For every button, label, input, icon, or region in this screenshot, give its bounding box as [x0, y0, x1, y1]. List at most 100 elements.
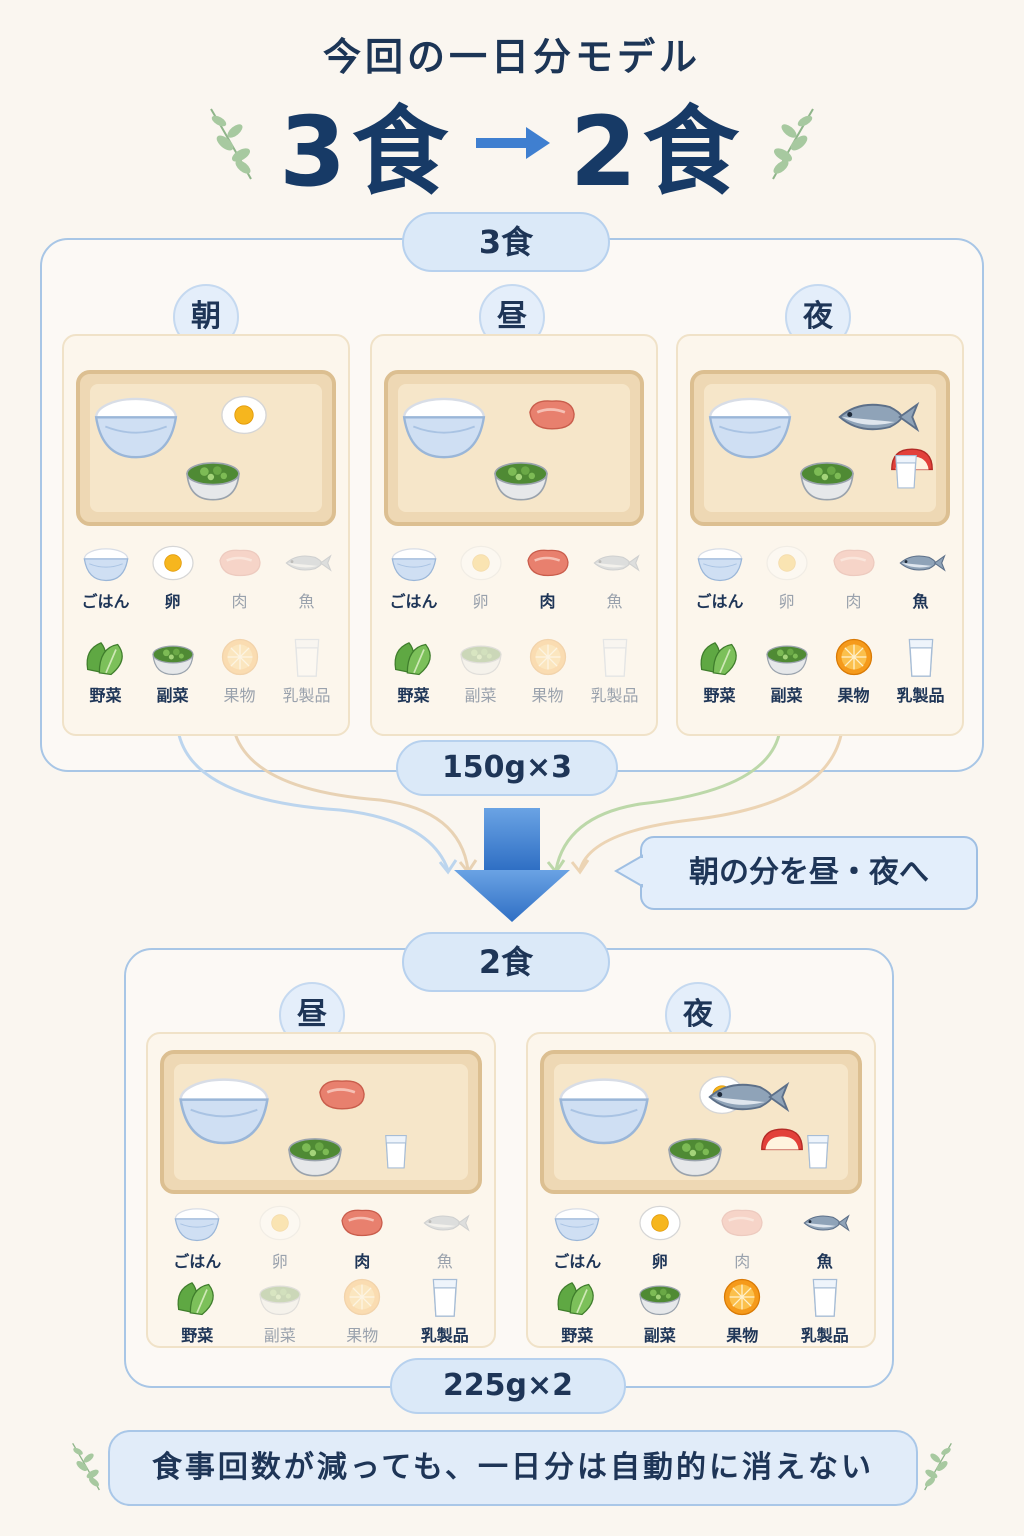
footer-message: 食事回数が減っても、一日分は自動的に消えない — [108, 1430, 918, 1506]
item-label: 卵 — [472, 592, 489, 611]
page-subtitle: 今回の一日分モデル — [322, 35, 701, 79]
tray-rice-icon — [90, 386, 182, 464]
meat-item: 肉 — [707, 1202, 777, 1272]
item-label: ごはん — [173, 1252, 222, 1271]
item-label: 副菜 — [464, 686, 497, 705]
milk-icon — [420, 1276, 470, 1318]
tray-egg-icon — [216, 392, 272, 438]
item-label: 肉 — [354, 1252, 371, 1271]
tray-meat-icon — [524, 392, 580, 438]
two-meal-1-card: ごはん卵肉魚野菜副菜果物乳製品 — [526, 1032, 876, 1348]
egg-item: 卵 — [625, 1202, 695, 1272]
rice-bowl-icon — [389, 542, 439, 584]
milk-icon — [590, 636, 640, 678]
item-label: ごはん — [389, 592, 438, 611]
two-meal-1-tray — [540, 1050, 862, 1194]
flow-arrows — [176, 729, 844, 875]
three-meal-1-tray — [384, 370, 644, 526]
egg-icon — [255, 1202, 305, 1244]
item-label: 魚 — [436, 1252, 453, 1271]
egg-item: 卵 — [752, 542, 822, 612]
tray-milk-icon — [884, 440, 928, 502]
tray-side-dish-icon — [282, 1126, 348, 1180]
item-label: 乳製品 — [896, 686, 945, 705]
item-label: 魚 — [912, 592, 929, 611]
fruit-item: 果物 — [513, 636, 583, 706]
sprig-right-icon — [763, 103, 823, 183]
item-label: 肉 — [734, 1252, 751, 1271]
item-label: 野菜 — [703, 686, 736, 705]
fish-item: 魚 — [580, 542, 650, 612]
item-label: 果物 — [346, 1326, 379, 1345]
footer-sprig-right-icon — [918, 1436, 958, 1496]
tray-milk-icon — [374, 1120, 418, 1182]
title-left: 3食 — [279, 95, 454, 208]
item-label: 卵 — [651, 1252, 668, 1271]
sprig-left-icon — [201, 103, 261, 183]
fruit-item: 果物 — [707, 1276, 777, 1346]
item-label: 乳製品 — [282, 686, 331, 705]
rice-bowl-icon — [81, 542, 131, 584]
egg-item: 卵 — [138, 542, 208, 612]
tray-side-dish-icon — [662, 1126, 728, 1180]
item-label: 副菜 — [156, 686, 189, 705]
item-label: 果物 — [223, 686, 256, 705]
three-meal-0-card: ごはん卵肉魚野菜副菜果物乳製品 — [62, 334, 350, 736]
item-label: 野菜 — [89, 686, 122, 705]
footer-sprig-left-icon — [66, 1436, 106, 1496]
fruit-icon — [523, 636, 573, 678]
item-label: 卵 — [164, 592, 181, 611]
rice-bowl-icon — [695, 542, 745, 584]
meat-item: 肉 — [327, 1202, 397, 1272]
item-label: 肉 — [231, 592, 248, 611]
side-dish-icon — [762, 636, 812, 678]
meat-icon — [215, 542, 265, 584]
meat-item: 肉 — [513, 542, 583, 612]
fruit-icon — [337, 1276, 387, 1318]
fish-item: 魚 — [886, 542, 956, 612]
rice-bowl-item: ごはん — [379, 542, 449, 612]
tray-side-dish-icon — [488, 450, 554, 504]
rice-bowl-icon — [172, 1202, 222, 1244]
title-right: 2食 — [570, 95, 745, 208]
milk-item: 乳製品 — [886, 636, 956, 706]
tray-rice-icon — [174, 1066, 274, 1150]
three-meal-1-card: ごはん卵肉魚野菜副菜果物乳製品 — [370, 334, 658, 736]
greens-icon — [81, 636, 131, 678]
item-label: 野菜 — [561, 1326, 594, 1345]
tray-side-dish-icon — [180, 450, 246, 504]
egg-icon — [762, 542, 812, 584]
tray-rice-icon — [554, 1066, 654, 1150]
item-label: 卵 — [271, 1252, 288, 1271]
fish-icon — [420, 1202, 470, 1244]
side-dish-item: 副菜 — [446, 636, 516, 706]
side-dish-icon — [456, 636, 506, 678]
meat-icon — [523, 542, 573, 584]
fish-icon — [282, 542, 332, 584]
greens-icon — [552, 1276, 602, 1318]
meat-icon — [829, 542, 879, 584]
two-meal-label: 2食 — [402, 932, 610, 992]
rice-bowl-item: ごはん — [542, 1202, 612, 1272]
tray-milk-icon — [796, 1120, 840, 1182]
greens-icon — [389, 636, 439, 678]
fruit-item: 果物 — [327, 1276, 397, 1346]
milk-item: 乳製品 — [272, 636, 342, 706]
three-meal-2-tray — [690, 370, 950, 526]
two-meal-0-card: ごはん卵肉魚野菜副菜果物乳製品 — [146, 1032, 496, 1348]
page-title: 3食 2食 — [0, 88, 1024, 208]
tray-meat-icon — [314, 1072, 370, 1118]
tray-rice-icon — [398, 386, 490, 464]
item-label: 卵 — [778, 592, 795, 611]
fruit-icon — [829, 636, 879, 678]
side-dish-item: 副菜 — [138, 636, 208, 706]
meat-item: 肉 — [819, 542, 889, 612]
fish-icon — [800, 1202, 850, 1244]
fish-icon — [896, 542, 946, 584]
rice-bowl-item: ごはん — [162, 1202, 232, 1272]
fruit-icon — [215, 636, 265, 678]
rice-bowl-icon — [552, 1202, 602, 1244]
milk-icon — [896, 636, 946, 678]
greens-item: 野菜 — [71, 636, 141, 706]
tray-rice-icon — [704, 386, 796, 464]
